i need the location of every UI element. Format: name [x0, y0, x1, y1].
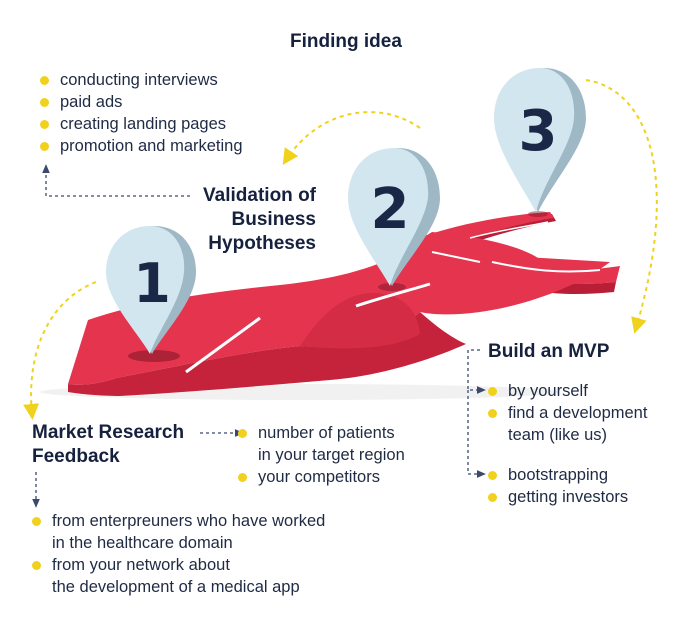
road — [68, 212, 620, 396]
bullet-icon — [488, 471, 497, 480]
list-item: find a development team (like us) — [486, 402, 647, 446]
validation-heading: Validation of Business Hypotheses — [203, 185, 316, 254]
arrow-pin1-to-market — [23, 281, 97, 420]
market-bottom-list: from enterpreuners who have worked in th… — [30, 510, 325, 598]
list-item: from your network about the development … — [30, 554, 325, 598]
bullet-icon — [488, 387, 497, 396]
arrow-pin3-to-mvp — [585, 79, 658, 334]
list-item: promotion and marketing — [38, 135, 243, 157]
pin-1: 1 — [106, 226, 196, 362]
pin-3: 3 — [494, 68, 586, 217]
list-item: creating landing pages — [38, 113, 243, 135]
list-item: paid ads — [38, 91, 243, 113]
list-item: bootstrapping — [486, 464, 628, 486]
bullet-icon — [488, 409, 497, 418]
market-heading: Market Research Feedback — [32, 422, 185, 467]
arrow-pin2-to-validation — [282, 111, 421, 166]
bullet-icon — [40, 120, 49, 129]
list-item: your competitors — [236, 466, 405, 488]
list-item: number of patients in your target region — [236, 422, 405, 466]
bullet-icon — [40, 98, 49, 107]
bullet-icon — [32, 561, 41, 570]
bullet-icon — [238, 429, 247, 438]
mvp-group2-list: bootstrapping getting investors — [486, 464, 628, 508]
list-item: getting investors — [486, 486, 628, 508]
list-item: conducting interviews — [38, 69, 243, 91]
mvp-heading: Build an MVP — [488, 341, 610, 362]
market-side-list: number of patients in your target region… — [236, 422, 405, 488]
bullet-icon — [32, 517, 41, 526]
pin-2: 2 — [348, 148, 440, 291]
diagram-title: Finding idea — [290, 31, 402, 52]
list-item: from enterpreuners who have worked in th… — [30, 510, 325, 554]
pin-3-number: 3 — [519, 99, 558, 164]
bullet-icon — [238, 473, 247, 482]
pin-2-number: 2 — [371, 177, 410, 242]
list-item: by yourself — [486, 380, 647, 402]
mvp-group1-list: by yourself find a development team (lik… — [486, 380, 647, 446]
validation-list: conducting interviews paid ads creating … — [38, 69, 243, 157]
bullet-icon — [40, 142, 49, 151]
pin-1-number: 1 — [133, 252, 171, 315]
connector-validation-to-list — [42, 164, 190, 197]
connector-mvp-group2 — [467, 390, 486, 478]
connector-mvp-group1 — [467, 349, 486, 394]
bullet-icon — [488, 493, 497, 502]
bullet-icon — [40, 76, 49, 85]
